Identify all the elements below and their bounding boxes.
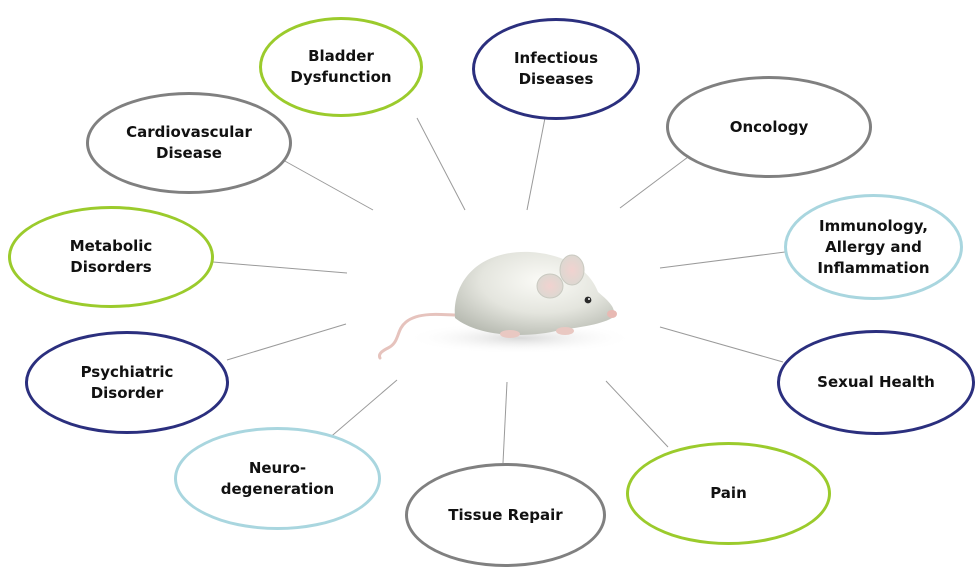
node-sexual-health: Sexual Health: [777, 330, 975, 435]
node-neurodegeneration-label: Neuro- degeneration: [221, 458, 335, 500]
node-bladder-dysfunction-label: Bladder Dysfunction: [290, 46, 391, 88]
node-tissue-repair-label: Tissue Repair: [448, 505, 562, 526]
node-oncology: Oncology: [666, 76, 872, 178]
node-oncology-label: Oncology: [730, 117, 809, 138]
node-pain: Pain: [626, 442, 831, 545]
node-infectious-diseases: Infectious Diseases: [472, 18, 640, 120]
connector-immunology: [660, 252, 785, 268]
connector-neuro: [327, 380, 397, 440]
node-sexual-health-label: Sexual Health: [817, 372, 935, 393]
node-bladder-dysfunction: Bladder Dysfunction: [259, 17, 423, 117]
connector-metabolic: [213, 262, 347, 273]
connector-sexual: [660, 327, 783, 362]
connector-tissue: [503, 382, 507, 463]
node-infectious-diseases-label: Infectious Diseases: [475, 48, 637, 90]
node-tissue-repair: Tissue Repair: [405, 463, 606, 567]
connector-infectious: [527, 118, 545, 210]
connector-oncology: [620, 157, 688, 208]
node-psychiatric-disorder: Psychiatric Disorder: [25, 331, 229, 434]
node-pain-label: Pain: [710, 483, 747, 504]
node-psychiatric-disorder-label: Psychiatric Disorder: [81, 362, 174, 404]
node-neurodegeneration: Neuro- degeneration: [174, 427, 381, 530]
connector-pain: [606, 381, 668, 447]
node-cardiovascular-disease-label: Cardiovascular Disease: [126, 122, 252, 164]
node-metabolic-disorders-label: Metabolic Disorders: [70, 236, 153, 278]
connector-bladder: [417, 118, 465, 210]
node-cardiovascular-disease: Cardiovascular Disease: [86, 92, 292, 194]
node-immunology-label: Immunology, Allergy and Inflammation: [817, 216, 929, 279]
connector-psychiatric: [227, 324, 346, 360]
mouse-icon: [360, 230, 630, 370]
node-metabolic-disorders: Metabolic Disorders: [8, 206, 214, 308]
connector-cardio: [283, 160, 373, 210]
node-immunology: Immunology, Allergy and Inflammation: [784, 194, 963, 300]
